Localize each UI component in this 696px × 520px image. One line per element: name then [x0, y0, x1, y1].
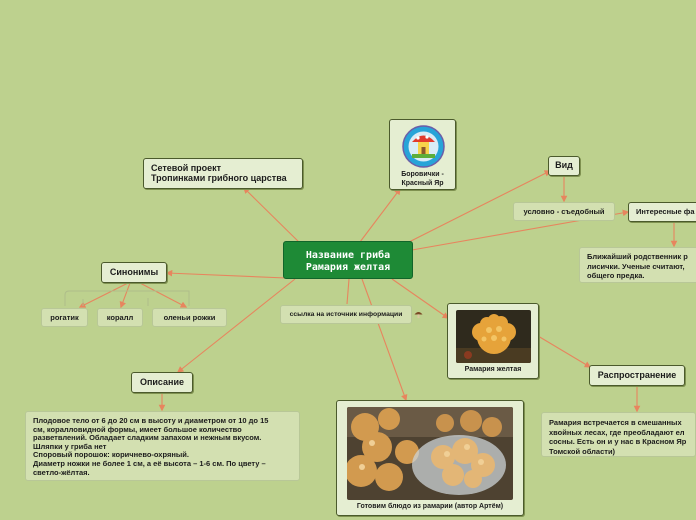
- link-source: [346, 278, 350, 305]
- description-line-2: см, коралловидной формы, имеет большое к…: [33, 424, 242, 434]
- distribution-line-1: Рамария встречается в смешанных: [549, 418, 682, 427]
- central-topic-line2: Рамария желтая: [305, 262, 391, 273]
- mushroom-link-icon[interactable]: [414, 310, 423, 319]
- vid-value[interactable]: условно - съедобный: [513, 202, 615, 221]
- ramaria-photo: [456, 310, 531, 363]
- description-line-3: разветвлений. Обладает сладким запахом и…: [33, 433, 262, 443]
- facts-line-3: общего предка.: [587, 271, 645, 280]
- link-syn-2: [119, 282, 131, 309]
- distribution-label: Распространение: [597, 370, 677, 380]
- description-text[interactable]: Плодовое тело от 6 до 20 см в высоту и д…: [25, 411, 300, 481]
- logo-caption-line1: Боровички -: [401, 171, 444, 178]
- description-line-7: светло-жёлтая.: [33, 467, 90, 477]
- description-label: Описание: [139, 377, 185, 387]
- facts-line-1: Ближайший родственник р: [587, 252, 688, 261]
- link-syn-1: [78, 282, 129, 308]
- link-vid: [404, 170, 552, 245]
- distribution-line-3: сосны. Есть он и у нас в Красном Яр: [549, 437, 687, 446]
- synonym-item-2-text: коралл: [106, 313, 134, 322]
- link-dish: [361, 278, 408, 402]
- description-node[interactable]: Описание: [131, 372, 193, 393]
- synonym-item-2[interactable]: коралл: [97, 308, 143, 327]
- facts-line-2: лисички. Ученые считают,: [587, 261, 685, 271]
- link-description: [176, 278, 296, 373]
- distribution-node[interactable]: Распространение: [589, 365, 685, 386]
- photo-caption: Рамария желтая: [464, 366, 522, 373]
- dish-photo: [347, 407, 513, 500]
- link-photo: [391, 278, 450, 319]
- synonym-item-1[interactable]: рогатик: [41, 308, 88, 327]
- distribution-text[interactable]: Рамария встречается в смешанных хвойных …: [541, 412, 696, 457]
- link-logo: [359, 187, 401, 243]
- logo-node[interactable]: Боровички - Красный Яр: [389, 119, 456, 190]
- vid-value-text: условно - съедобный: [523, 207, 605, 216]
- description-line-4: Шляпки у гриба нет: [33, 441, 107, 451]
- synonyms-node[interactable]: Синонимы: [101, 262, 167, 283]
- link-synonyms: [165, 269, 287, 279]
- description-line-5: Споровый порошок: коричнево-охряный.: [33, 450, 189, 460]
- synonym-item-3[interactable]: оленьи рожки: [152, 308, 227, 327]
- source-link-label[interactable]: ссылка на источник информации: [289, 311, 403, 318]
- link-distribution: [537, 335, 592, 368]
- borovichki-logo: [402, 125, 445, 168]
- synonym-item-1-text: рогатик: [50, 313, 79, 322]
- central-topic[interactable]: Название гриба Рамария желтая: [283, 241, 413, 279]
- facts-text[interactable]: Ближайший родственник р лисички. Ученые …: [579, 247, 696, 283]
- facts-label: Интересные фа: [636, 207, 695, 216]
- vid-node[interactable]: Вид: [548, 156, 580, 176]
- dish-caption: Готовим блюдо из рамарии (автор Артём): [356, 503, 504, 510]
- project-node[interactable]: Сетевой проект Тропинками грибного царст…: [143, 158, 303, 189]
- synonym-item-3-text: оленьи рожки: [163, 313, 216, 322]
- project-line1: Сетевой проект: [151, 163, 222, 173]
- source-link-node[interactable]: ссылка на источник информации: [280, 305, 412, 324]
- link-project: [243, 187, 306, 249]
- description-line-6: Диаметр ножки не более 1 см, а её высота…: [33, 458, 266, 468]
- central-topic-line1: Название гриба: [305, 250, 391, 261]
- dish-node[interactable]: Готовим блюдо из рамарии (автор Артём): [336, 400, 524, 516]
- facts-node[interactable]: Интересные фа: [628, 202, 696, 222]
- description-line-1: Плодовое тело от 6 до 20 см в высоту и д…: [33, 416, 269, 425]
- vid-label: Вид: [555, 160, 573, 170]
- synonyms-label: Синонимы: [109, 267, 159, 277]
- logo-caption: Боровички - Красный Яр: [390, 170, 455, 188]
- logo-caption-line2: Красный Яр: [401, 180, 444, 187]
- distribution-line-2: хвойных лесах, где преобладают ел: [549, 427, 685, 437]
- photo-node[interactable]: Рамария желтая: [447, 303, 539, 379]
- project-line2: Тропинками грибного царства: [151, 173, 287, 183]
- distribution-line-4: Томской области): [549, 446, 616, 456]
- link-syn-3: [139, 282, 188, 308]
